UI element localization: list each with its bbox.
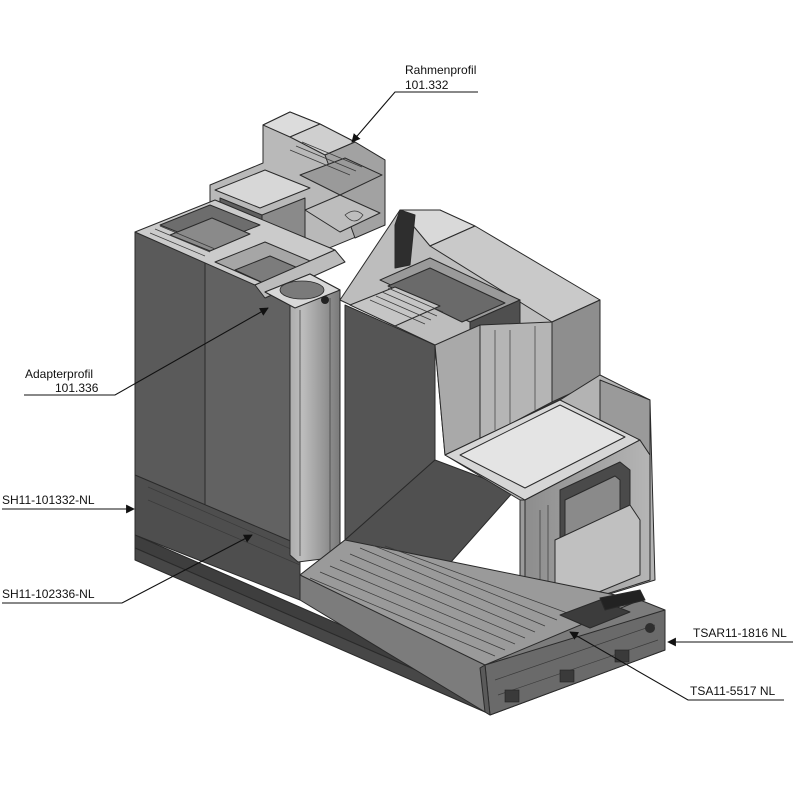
tsa-label: TSA11-5517 NL	[690, 684, 775, 698]
callout-sh-upper: SH11-101332-NL	[2, 493, 135, 514]
callout-tsar: TSAR11-1816 NL	[667, 626, 793, 647]
adapterprofil-code: 101.336	[55, 381, 99, 395]
callout-sh-lower: SH11-102336-NL	[2, 534, 253, 604]
adapterprofil-label: Adapterprofil	[25, 367, 93, 381]
rahmenprofil-label: Rahmenprofil	[405, 63, 476, 77]
callout-rahmenprofil: Rahmenprofil 101.332	[351, 63, 478, 143]
sh-upper-label: SH11-101332-NL	[2, 493, 95, 507]
frame-body	[134, 231, 486, 713]
callout-adapterprofil: Adapterprofil 101.336	[24, 307, 269, 396]
threshold-sill	[299, 539, 666, 716]
frame-top-section	[134, 199, 346, 299]
callout-tsa: TSA11-5517 NL	[569, 631, 784, 701]
rahmenprofil-code: 101.332	[405, 78, 449, 92]
tsar-label: TSAR11-1816 NL	[693, 626, 787, 640]
sash-profile	[339, 209, 601, 456]
lower-sash	[444, 374, 656, 621]
sh-lower-label: SH11-102336-NL	[2, 587, 95, 601]
adapterprofil-pillar	[264, 273, 341, 563]
